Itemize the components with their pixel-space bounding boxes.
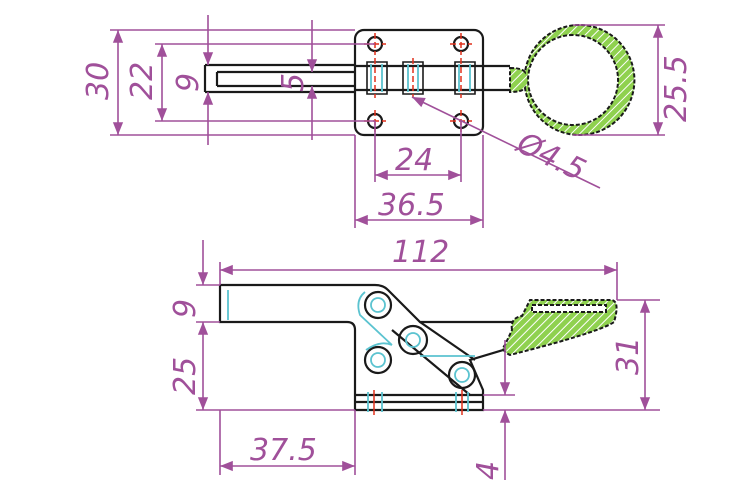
dim-base-thickness: 4 <box>471 340 515 480</box>
dim-overall-height: 30 <box>81 29 355 136</box>
dim-label: 4 <box>471 461 506 480</box>
dim-hole-spacing-v: 22 <box>125 43 375 122</box>
dim-base-width: 36.5 <box>354 135 484 228</box>
dim-label: 112 <box>392 235 449 270</box>
dim-label: 9 <box>168 299 203 318</box>
dim-slot-width: 5 <box>276 20 318 140</box>
dim-label: 22 <box>125 62 160 100</box>
clamp-bar <box>203 58 510 98</box>
dim-hole-spacing-h: 24 <box>374 121 462 182</box>
dim-handle-height: 31 <box>483 299 660 411</box>
base-plate <box>353 28 485 137</box>
handle-ring <box>509 24 636 136</box>
top-view: 30 22 9 5 25.5 24 36 <box>81 15 694 228</box>
dim-label: 31 <box>611 337 646 375</box>
dim-label: 25.5 <box>659 55 694 122</box>
dim-base-to-bar-end: 37.5 <box>219 410 356 475</box>
dim-overall-length: 112 <box>219 235 618 300</box>
side-view: 112 9 25 31 37.5 4 <box>168 235 660 480</box>
dim-label: 25 <box>168 357 203 395</box>
dim-label: 36.5 <box>378 188 445 223</box>
dim-label: 24 <box>395 143 433 178</box>
handle-grip <box>502 299 618 357</box>
dim-bar-width: 9 <box>171 15 214 145</box>
dim-label: 37.5 <box>250 433 317 468</box>
dim-label: 30 <box>81 62 116 100</box>
dim-bar-height: 9 25 <box>168 240 355 411</box>
dim-label: 9 <box>171 73 206 92</box>
dim-handle-ring: 25.5 <box>573 24 694 136</box>
clamp-body <box>218 283 520 415</box>
dim-label: 5 <box>276 73 311 92</box>
